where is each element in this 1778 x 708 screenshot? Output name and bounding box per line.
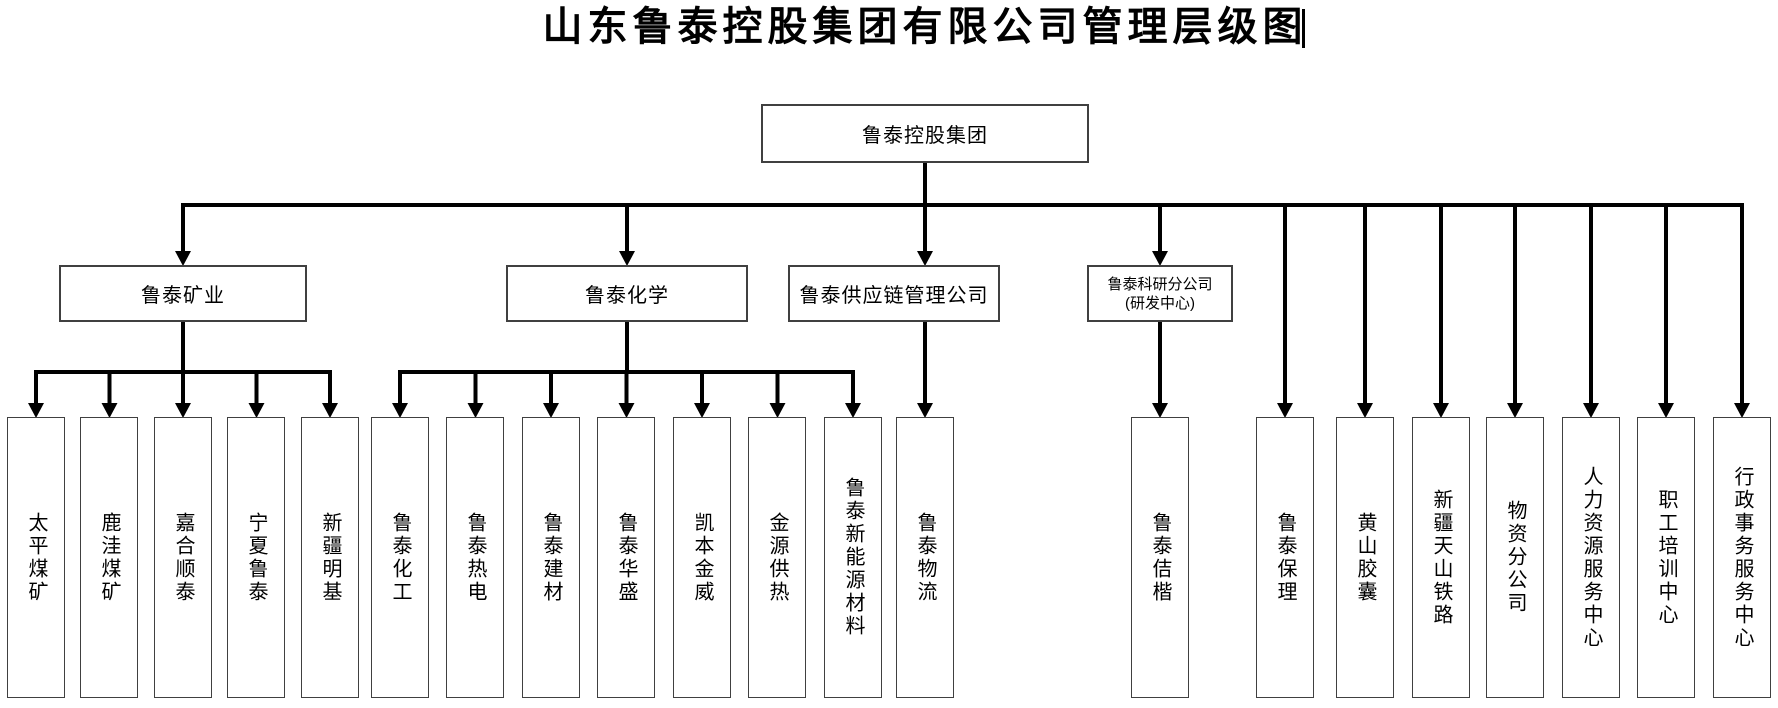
node-jiahe-shuntai[interactable]: 嘉合顺泰 <box>154 417 212 698</box>
chart-title: 山东鲁泰控股集团有限公司管理层级图 <box>542 4 1308 49</box>
node-chemistry-label: 鲁泰化学 <box>585 285 669 307</box>
node-hr-service-center[interactable]: 人力资源服务中心 <box>1562 417 1620 698</box>
node-chemistry[interactable]: 鲁泰化学 <box>506 265 748 322</box>
node-supply-chain-label: 鲁泰供应链管理公司 <box>799 285 989 307</box>
node-research-label-line2: (研发中心) <box>1125 294 1195 312</box>
node-jinyuan-heating[interactable]: 金源供热 <box>748 417 806 698</box>
node-lutai-jikai[interactable]: 鲁泰佶楷 <box>1131 417 1189 698</box>
node-research[interactable]: 鲁泰科研分公司 (研发中心) <box>1087 265 1233 322</box>
node-lutai-huasheng[interactable]: 鲁泰华盛 <box>597 417 655 698</box>
node-lutai-new-energy-materials[interactable]: 鲁泰新能源材料 <box>824 417 882 698</box>
node-taiping-coal[interactable]: 太平煤矿 <box>7 417 65 698</box>
node-supply-chain[interactable]: 鲁泰供应链管理公司 <box>788 265 1000 322</box>
node-ningxia-lutai[interactable]: 宁夏鲁泰 <box>227 417 285 698</box>
node-lutai-thermal-power[interactable]: 鲁泰热电 <box>446 417 504 698</box>
node-huangshan-capsule[interactable]: 黄山胶囊 <box>1336 417 1394 698</box>
node-mining[interactable]: 鲁泰矿业 <box>59 265 307 322</box>
node-lutai-building-materials[interactable]: 鲁泰建材 <box>522 417 580 698</box>
node-admin-affairs-service-center[interactable]: 行政事务服务中心 <box>1713 417 1771 698</box>
node-lutai-logistics[interactable]: 鲁泰物流 <box>896 417 954 698</box>
node-luwa-coal[interactable]: 鹿洼煤矿 <box>80 417 138 698</box>
node-mining-label: 鲁泰矿业 <box>141 285 225 307</box>
node-xinjiang-tianshan-railway[interactable]: 新疆天山铁路 <box>1412 417 1470 698</box>
node-xinjiang-mingji[interactable]: 新疆明基 <box>301 417 359 698</box>
node-materials-branch[interactable]: 物资分公司 <box>1486 417 1544 698</box>
text-cursor <box>1302 9 1305 48</box>
node-root[interactable]: 鲁泰控股集团 <box>761 104 1089 163</box>
node-research-label-line1: 鲁泰科研分公司 <box>1107 275 1213 293</box>
node-staff-training-center[interactable]: 职工培训中心 <box>1637 417 1695 698</box>
node-root-label: 鲁泰控股集团 <box>862 125 988 147</box>
node-kaiben-jinwei[interactable]: 凯本金威 <box>673 417 731 698</box>
node-lutai-chemical[interactable]: 鲁泰化工 <box>371 417 429 698</box>
node-lutai-factoring[interactable]: 鲁泰保理 <box>1256 417 1314 698</box>
